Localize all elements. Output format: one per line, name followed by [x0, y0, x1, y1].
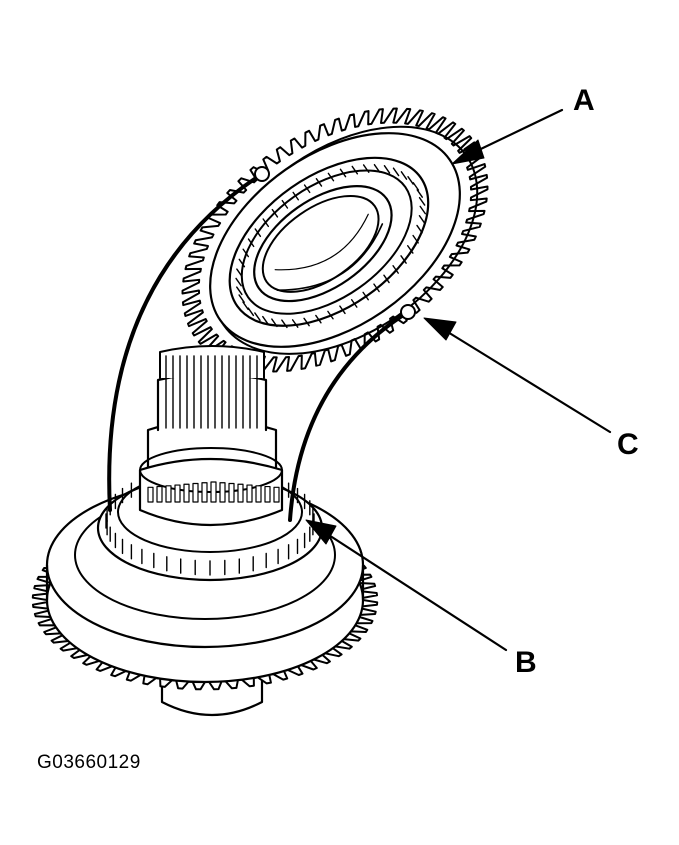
spline-mark — [407, 175, 414, 185]
collar-splines — [147, 481, 280, 503]
hub-bore-rim — [253, 185, 393, 303]
collar-spline — [237, 483, 244, 503]
arrow-head-c-icon — [423, 317, 457, 341]
collar-spline — [183, 483, 190, 503]
spline-mark — [412, 182, 420, 191]
collar-spline — [174, 484, 181, 503]
spline-mark — [419, 205, 427, 215]
spline-mark — [400, 255, 407, 264]
spline-mark — [350, 299, 358, 308]
synchro-ring-inner — [240, 169, 413, 315]
spline-mark — [291, 319, 299, 328]
upper-gear-body — [209, 132, 461, 348]
spline-mark — [262, 315, 269, 325]
collar-spline — [201, 482, 208, 503]
spline-mark — [407, 245, 414, 254]
callout-a-label: A — [573, 84, 595, 117]
spline-mark — [400, 171, 408, 180]
spline-mark — [281, 319, 288, 329]
collar-spline — [255, 485, 262, 503]
spline-mark — [235, 277, 242, 287]
spline-mark — [339, 305, 346, 315]
spline-mark — [236, 286, 243, 296]
alignment-mark-upper-right — [400, 304, 416, 320]
spline-mark — [254, 312, 261, 322]
synchro-ring-outer — [228, 156, 430, 327]
spline-mark — [373, 283, 380, 293]
spline-mark — [242, 301, 249, 311]
leader-line-b — [316, 526, 508, 652]
leader-arrows — [305, 108, 612, 652]
spline-mark — [315, 314, 322, 324]
leader-line-c — [436, 324, 612, 434]
shaft-splines — [165, 355, 258, 429]
collar-spline — [147, 486, 154, 503]
spline-mark — [392, 167, 400, 177]
arrow-head-b-icon — [305, 519, 337, 545]
collar-spline — [210, 481, 217, 503]
lower-gear — [31, 345, 379, 716]
alignment-curve-right — [288, 310, 410, 522]
spline-mark — [351, 165, 359, 175]
spline-mark — [418, 214, 426, 224]
spline-mark — [383, 165, 391, 174]
collar-spline — [228, 482, 235, 503]
spline-mark — [362, 291, 369, 301]
spline-mark — [327, 310, 334, 320]
spline-mark — [247, 307, 255, 317]
spline-mark — [418, 196, 426, 206]
collar-spline — [192, 482, 199, 503]
spline-mark — [383, 274, 390, 284]
hub-bore-depth — [276, 223, 384, 291]
spline-mark — [271, 318, 278, 328]
collar-spline — [246, 484, 253, 503]
spline-mark — [392, 265, 399, 274]
collar-spline — [273, 486, 280, 503]
spline-mark — [412, 234, 419, 244]
spline-mark — [303, 317, 310, 327]
alignment-curve-left — [107, 172, 264, 512]
figure-id: G03660129 — [37, 752, 141, 773]
spline-mark — [416, 189, 424, 198]
collar-spline — [219, 482, 226, 503]
arrow-head-a-icon — [451, 139, 485, 165]
alignment-mark-upper-left — [254, 166, 270, 182]
main-shaft — [138, 345, 284, 527]
spline-mark — [416, 224, 423, 234]
callout-b-label: B — [515, 646, 537, 679]
collar-spline — [264, 485, 271, 503]
collar-spline — [165, 485, 172, 503]
spline-mark — [238, 294, 245, 304]
collar-spline — [156, 485, 163, 503]
callout-c-label: C — [617, 428, 639, 461]
